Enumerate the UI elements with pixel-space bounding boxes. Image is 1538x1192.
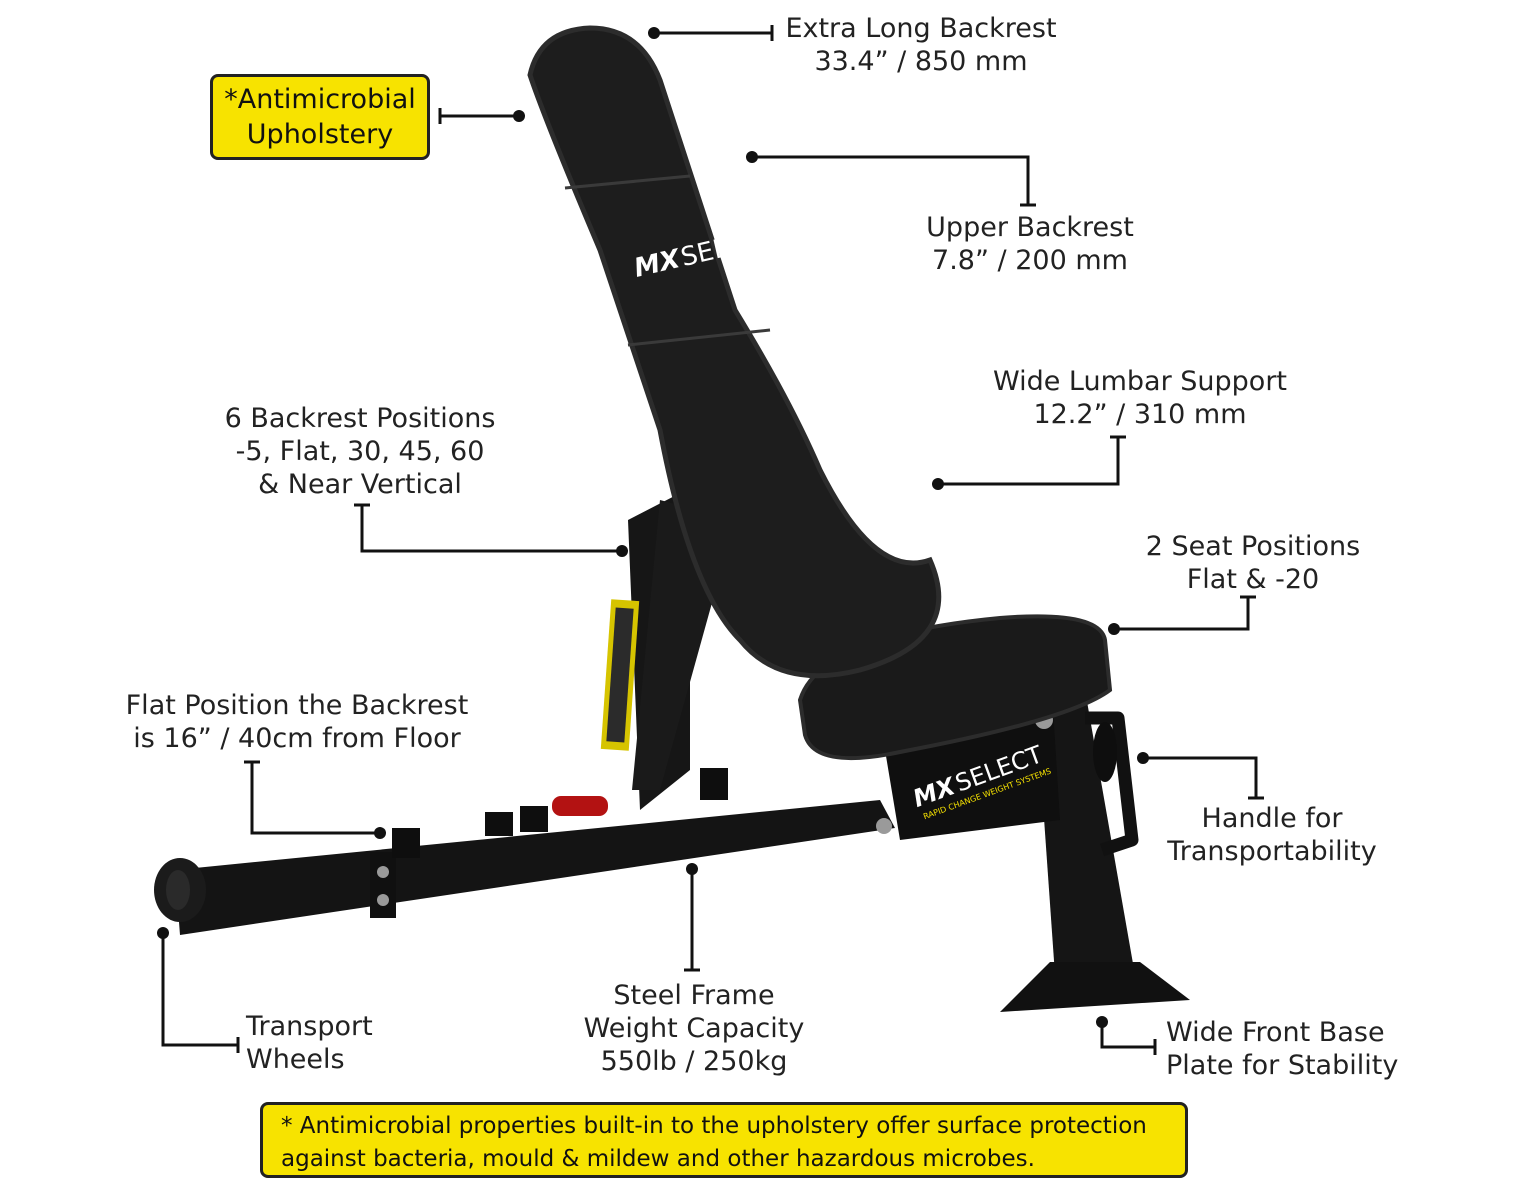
pop-pin	[552, 796, 608, 816]
backrest-positions-angles: -5, Flat, 30, 45, 60	[235, 436, 485, 467]
steel-frame-title: Steel Frame	[613, 980, 775, 1011]
transport-wheels-title: Transport	[246, 1011, 373, 1042]
upper-backrest-value: 7.8” / 200 mm	[932, 245, 1128, 276]
wide-lumbar-value: 12.2” / 310 mm	[1033, 399, 1247, 430]
antimicrobial-footnote: * Antimicrobial properties built-in to t…	[260, 1102, 1188, 1178]
steel-frame-capacity-value: 550lb / 250kg	[600, 1046, 788, 1077]
leader-lines	[161, 25, 1264, 1055]
footnote-line1: * Antimicrobial properties built-in to t…	[281, 1113, 1147, 1139]
upper-backrest-title: Upper Backrest	[926, 212, 1134, 243]
handle-subtitle: Transportability	[1167, 836, 1377, 867]
steel-frame-label: Steel Frame Weight Capacity 550lb / 250k…	[575, 979, 813, 1078]
leader-dots	[157, 27, 1149, 1028]
footnote-line2: against bacteria, mould & mildew and oth…	[281, 1146, 1035, 1172]
front-base-subtitle: Plate for Stability	[1166, 1050, 1399, 1081]
extra-long-backrest-title: Extra Long Backrest	[785, 13, 1057, 44]
transport-wheels-label: Transport Wheels	[246, 1010, 396, 1076]
seat-positions-label: 2 Seat Positions Flat & -20	[1135, 530, 1371, 596]
handle-title: Handle for	[1201, 803, 1343, 834]
front-base-plate	[1000, 962, 1190, 1012]
flat-position-title: Flat Position the Backrest	[125, 690, 469, 721]
antimicrobial-line1: *Antimicrobial	[224, 84, 416, 115]
steel-frame-capacity-label: Weight Capacity	[583, 1013, 805, 1044]
front-leg	[1035, 690, 1135, 975]
transport-handle	[1085, 711, 1139, 857]
flat-position-value: is 16” / 40cm from Floor	[133, 723, 461, 754]
handle-label: Handle for Transportability	[1160, 802, 1384, 868]
upper-backrest-label: Upper Backrest 7.8” / 200 mm	[915, 211, 1145, 277]
extra-long-backrest-value: 33.4” / 850 mm	[814, 46, 1028, 77]
backrest-pad	[527, 25, 942, 679]
backrest-positions-label: 6 Backrest Positions -5, Flat, 30, 45, 6…	[212, 402, 508, 501]
wide-lumbar-label: Wide Lumbar Support 12.2” / 310 mm	[985, 365, 1295, 431]
antimicrobial-line2: Upholstery	[246, 119, 394, 150]
flat-position-label: Flat Position the Backrest is 16” / 40cm…	[112, 689, 482, 755]
antimicrobial-callout: *Antimicrobial Upholstery	[210, 74, 430, 160]
backrest-positions-extra: & Near Vertical	[258, 469, 462, 500]
seat-positions-title: 2 Seat Positions	[1145, 531, 1361, 562]
front-base-title: Wide Front Base	[1166, 1017, 1385, 1048]
seat-positions-values: Flat & -20	[1186, 564, 1320, 595]
transport-wheels-subtitle: Wheels	[246, 1044, 345, 1075]
rear-rail	[175, 800, 895, 935]
extra-long-backrest-label: Extra Long Backrest 33.4” / 850 mm	[780, 12, 1062, 78]
backrest-positions-title: 6 Backrest Positions	[224, 403, 496, 434]
wide-lumbar-title: Wide Lumbar Support	[992, 366, 1288, 397]
front-base-label: Wide Front Base Plate for Stability	[1166, 1016, 1416, 1082]
